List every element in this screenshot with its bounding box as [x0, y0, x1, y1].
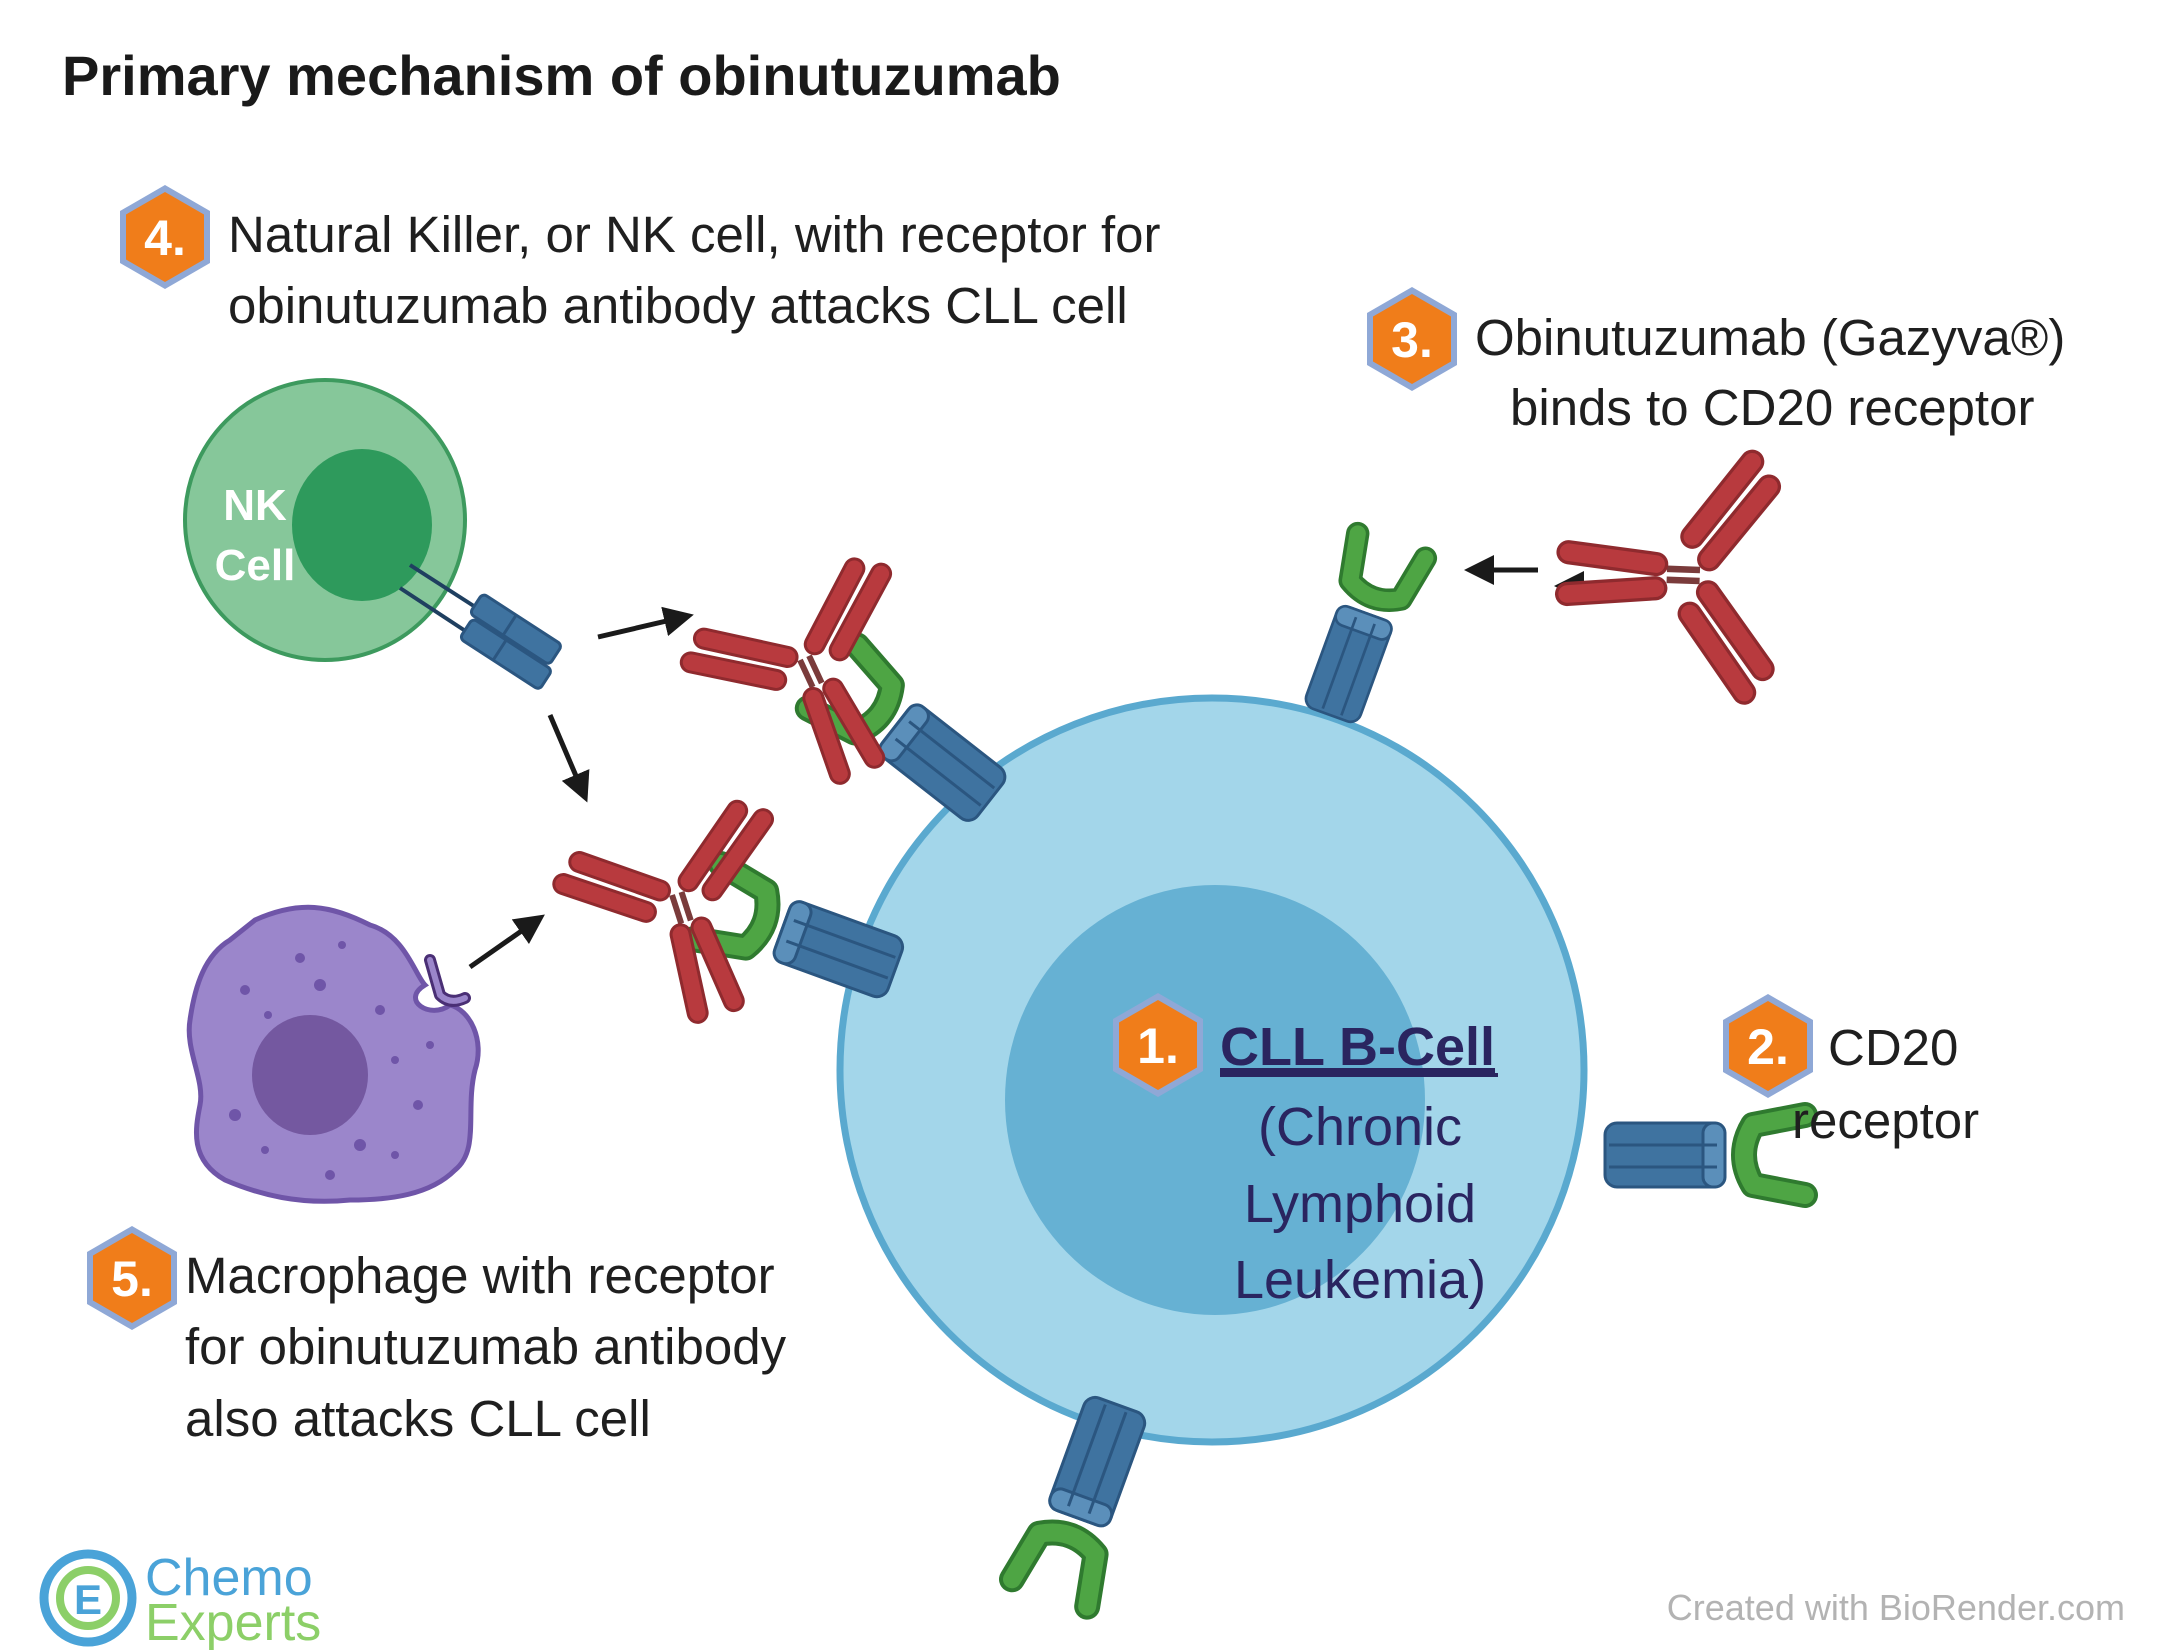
step-4-caption-line-2: obinutuzumab antibody attacks CLL cell — [228, 277, 1128, 334]
cd20-receptor-bottom — [1012, 1391, 1156, 1606]
logo-line-2: Experts — [145, 1594, 321, 1650]
arrow-nk-to-antibody-2 — [547, 714, 590, 803]
step-2-number: 2. — [1747, 1019, 1789, 1075]
logo-letter-icon: E — [74, 1576, 102, 1623]
step-4-number: 4. — [144, 210, 186, 266]
step-5-number: 5. — [111, 1251, 153, 1307]
step-1-number: 1. — [1137, 1018, 1179, 1074]
step-3-number: 3. — [1391, 312, 1433, 368]
step-5-caption-line-1: Macrophage with receptor — [185, 1247, 775, 1304]
step-3-caption-line-1: Obinutuzumab (Gazyva®) — [1475, 309, 2065, 366]
step-3-badge: 3. — [1367, 287, 1457, 391]
arrow-nk-to-antibody-1 — [597, 606, 694, 640]
nk-cell: NK Cell — [183, 378, 467, 662]
page-title: Primary mechanism of obinutuzumab — [62, 44, 1061, 107]
nk-cell-label-line-2: Cell — [215, 541, 296, 590]
macrophage — [186, 904, 481, 1204]
free-antibody — [1564, 455, 1770, 693]
step-4-caption-line-1: Natural Killer, or NK cell, with recepto… — [228, 206, 1161, 263]
step-2-badge: 2. — [1723, 994, 1813, 1098]
cll-cell-subtitle-line-2: Lymphoid — [1244, 1174, 1476, 1234]
cd20-receptor-top — [1296, 534, 1425, 728]
cll-cell-subtitle-line-1: (Chronic — [1258, 1097, 1462, 1157]
biorender-credit: Created with BioRender.com — [1667, 1587, 2125, 1628]
arrow-macrophage-to-antibody — [468, 914, 545, 970]
nk-cell-label-line-1: NK — [223, 481, 287, 530]
step-2-caption-line-1: CD20 — [1828, 1019, 1958, 1076]
step-1-badge: 1. — [1113, 993, 1203, 1097]
cll-b-cell — [836, 694, 1588, 1446]
cll-cell-subtitle-line-3: Leukemia) — [1234, 1250, 1486, 1310]
step-5-caption-line-3: also attacks CLL cell — [185, 1390, 651, 1447]
cll-cell-title: CLL B-Cell — [1220, 1017, 1495, 1077]
macrophage-fc-receptor — [424, 954, 471, 1007]
step-2-caption-line-2: receptor — [1792, 1092, 1979, 1149]
step-5-badge: 5. — [87, 1226, 177, 1330]
step-5-caption-line-2: for obinutuzumab antibody — [185, 1318, 787, 1375]
step-3-caption-line-2: binds to CD20 receptor — [1510, 379, 2034, 436]
nk-cell-fc-receptor — [398, 563, 562, 690]
chemoexperts-logo: E Chemo Experts — [39, 1549, 321, 1650]
logo-line-1: Chemo — [145, 1549, 313, 1607]
step-4-badge: 4. — [120, 185, 210, 289]
cd20-receptor-right — [1605, 1115, 1805, 1195]
